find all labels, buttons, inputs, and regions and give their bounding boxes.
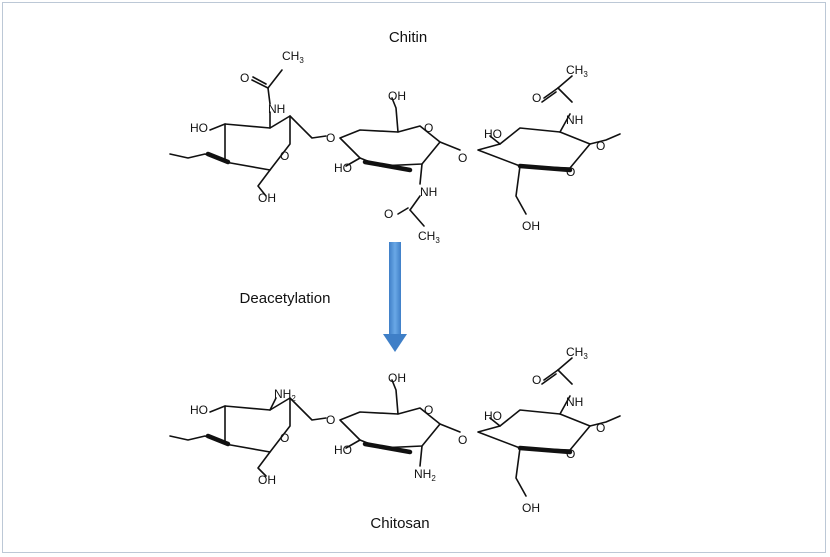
chitosan-ring-middle bbox=[339, 379, 461, 467]
chitosan-structure: NH2 HO O OH O OH O HO NH2 O bbox=[169, 345, 621, 515]
nh-label: NH bbox=[420, 185, 437, 199]
chitosan-ring-left bbox=[169, 397, 327, 477]
ring-o-label: O bbox=[566, 165, 575, 179]
ho-label: HO bbox=[334, 161, 352, 175]
chitin-ring-middle bbox=[339, 97, 461, 227]
ch3-label: CH3 bbox=[566, 63, 588, 79]
oh-label: OH bbox=[388, 371, 406, 385]
ring-o-label: O bbox=[596, 139, 605, 153]
glycosidic-o-label: O bbox=[326, 413, 335, 427]
o-label: O bbox=[532, 91, 541, 105]
oh-label: OH bbox=[258, 473, 276, 487]
nh2-label: NH2 bbox=[414, 467, 436, 483]
chitosan-title: Chitosan bbox=[370, 515, 429, 532]
glycosidic-o-label: O bbox=[458, 433, 467, 447]
oh-label: OH bbox=[258, 191, 276, 205]
ring-o-label: O bbox=[424, 121, 433, 135]
oh-label: OH bbox=[522, 501, 540, 515]
chitin-ring-right bbox=[477, 75, 621, 215]
o-label: O bbox=[240, 71, 249, 85]
ring-o-label: O bbox=[596, 421, 605, 435]
o-label: O bbox=[532, 373, 541, 387]
ch3-label: CH3 bbox=[418, 229, 440, 245]
deacetylation-arrow bbox=[383, 242, 407, 352]
deacetylation-label: Deacetylation bbox=[240, 290, 331, 307]
ring-o-label: O bbox=[566, 447, 575, 461]
chitosan-ring-right bbox=[477, 357, 621, 497]
chitin-ring-left bbox=[169, 69, 327, 197]
ho-label: HO bbox=[190, 403, 208, 417]
ring-o-label: O bbox=[424, 403, 433, 417]
nh2-label: NH2 bbox=[274, 387, 296, 403]
ho-label: HO bbox=[484, 127, 502, 141]
glycosidic-o-label: O bbox=[326, 131, 335, 145]
nh-label: NH bbox=[566, 113, 583, 127]
chitin-structure: NH HO O OH O CH3 O OH O HO NH O CH3 O bbox=[169, 49, 621, 245]
ch3-label: CH3 bbox=[566, 345, 588, 361]
ho-label: HO bbox=[334, 443, 352, 457]
oh-label: OH bbox=[522, 219, 540, 233]
oh-label: OH bbox=[388, 89, 406, 103]
ch3-label: CH3 bbox=[282, 49, 304, 65]
ho-label: HO bbox=[190, 121, 208, 135]
o-label: O bbox=[384, 207, 393, 221]
chitin-title: Chitin bbox=[389, 29, 427, 46]
glycosidic-o-label: O bbox=[458, 151, 467, 165]
ring-o-label: O bbox=[280, 431, 289, 445]
nh-label: NH bbox=[268, 102, 285, 116]
ring-o-label: O bbox=[280, 149, 289, 163]
ho-label: HO bbox=[484, 409, 502, 423]
nh-label: NH bbox=[566, 395, 583, 409]
